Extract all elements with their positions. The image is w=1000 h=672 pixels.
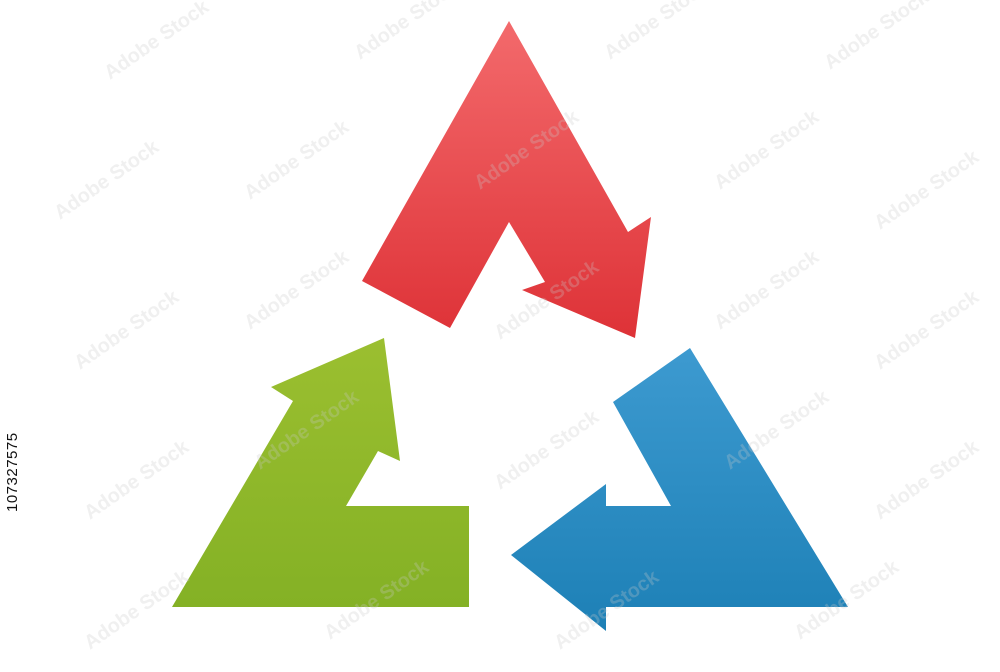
stock-id-label: 107327575 [4, 432, 21, 512]
watermark-text: Adobe Stock [350, 0, 463, 64]
watermark-text: Adobe Stock [100, 0, 213, 84]
watermark-text: Adobe Stock [710, 105, 823, 194]
watermark-text: Adobe Stock [240, 115, 353, 204]
blue-arrow-icon [511, 348, 848, 631]
watermark-text: Adobe Stock [870, 435, 983, 524]
watermark-text: Adobe Stock [50, 135, 163, 224]
watermark-text: Adobe Stock [870, 145, 983, 234]
watermark-text: Adobe Stock [820, 0, 933, 74]
watermark-text: Adobe Stock [600, 0, 713, 64]
red-arrow-icon [362, 21, 651, 338]
watermark-text: Adobe Stock [80, 435, 193, 524]
watermark-text: Adobe Stock [240, 245, 353, 334]
green-arrow-icon [172, 338, 469, 607]
watermark-text: Adobe Stock [80, 565, 193, 654]
watermark-text: Adobe Stock [870, 285, 983, 374]
watermark-text: Adobe Stock [490, 405, 603, 494]
watermark-text: Adobe Stock [710, 245, 823, 334]
watermark-text: Adobe Stock [70, 285, 183, 374]
